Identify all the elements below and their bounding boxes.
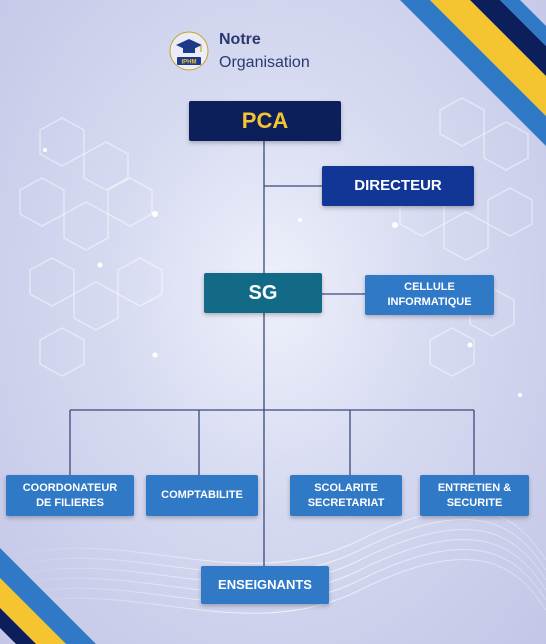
node-scolarite: SCOLARITE SECRETARIAT — [290, 475, 402, 516]
node-pca: PCA — [189, 101, 341, 141]
node-pca-label: PCA — [241, 108, 289, 134]
node-scolarite-label-line1: SCOLARITE — [314, 481, 378, 494]
corner-stripes-top-right — [400, 0, 546, 146]
node-cellule-label: CELLULE INFORMATIQUE — [387, 280, 471, 310]
node-scolarite-label-line2: SECRETARIAT — [307, 496, 385, 509]
brand-title-line1: Notre — [219, 31, 261, 48]
node-coordonateur-label-line1: COORDONATEUR — [22, 481, 118, 494]
node-comptabilite-label: COMPTABILITE — [161, 489, 243, 502]
corner-stripes-bottom-left — [0, 548, 96, 644]
hexagon-pattern-right — [399, 97, 533, 377]
node-cellule-label-line2: INFORMATIQUE — [387, 296, 472, 308]
connector-lines — [69, 141, 475, 566]
node-directeur-label: DIRECTEUR — [354, 176, 442, 194]
hexagon-pattern-left — [19, 117, 163, 377]
node-scolarite-label: SCOLARITE SECRETARIAT — [308, 481, 385, 511]
node-entretien-label-line2: SECURITE — [446, 496, 503, 509]
node-coordonateur: COORDONATEUR DE FILIERES — [6, 475, 134, 516]
node-cellule-informatique: CELLULE INFORMATIQUE — [365, 275, 494, 315]
node-coordonateur-label: COORDONATEUR DE FILIERES — [23, 481, 118, 511]
wave-pattern — [0, 508, 546, 614]
node-comptabilite: COMPTABILITE — [146, 475, 258, 516]
node-entretien-label: ENTRETIEN & SECURITE — [438, 481, 511, 511]
node-entretien-label-line1: ENTRETIEN & — [437, 481, 512, 494]
node-directeur: DIRECTEUR — [322, 166, 474, 206]
node-entretien: ENTRETIEN & SECURITE — [420, 475, 529, 516]
graduation-cap-icon: IPHM — [169, 31, 209, 71]
node-cellule-label-line1: CELLULE — [404, 281, 455, 294]
node-enseignants: ENSEIGNANTS — [201, 566, 329, 604]
node-sg-label: SG — [248, 281, 278, 304]
sparkles — [43, 148, 522, 397]
logo: IPHM — [168, 30, 210, 77]
node-enseignants-label: ENSEIGNANTS — [218, 577, 312, 593]
brand-title-line2: Organisation — [219, 54, 310, 71]
node-coordonateur-label-line2: DE FILIERES — [36, 496, 104, 509]
node-sg: SG — [204, 273, 322, 313]
logo-text: IPHM — [182, 60, 197, 66]
